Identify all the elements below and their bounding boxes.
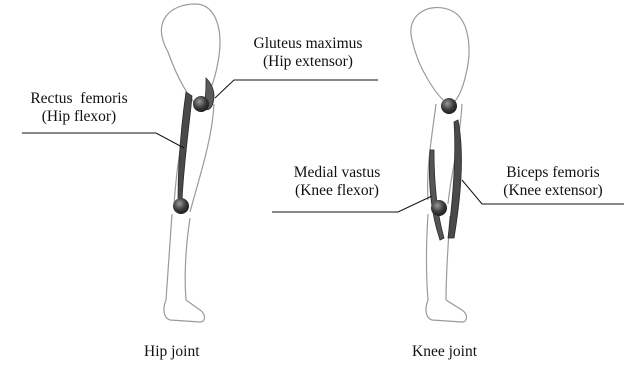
rectus-femoris-role: (Hip flexor)	[4, 108, 154, 126]
hip-joint-caption: Hip joint	[144, 343, 200, 361]
hip-foot-outline	[164, 300, 205, 322]
gluteus-maximus-label: Gluteus maximus (Hip extensor)	[234, 35, 382, 71]
biceps-femoris-muscle	[448, 120, 461, 238]
knee-joint-marker	[431, 200, 447, 216]
biceps-femoris-name: Biceps femoris	[480, 164, 626, 182]
hip-figure-knee-marker	[173, 198, 189, 214]
biceps-femoris-role: (Knee extensor)	[480, 182, 626, 200]
medial-vastus-role: (Knee flexor)	[272, 182, 402, 200]
rectus-femoris-name: Rectus femoris	[4, 90, 154, 108]
hip-joint-marker	[193, 96, 209, 112]
rectus-femoris-leader	[22, 133, 184, 148]
knee-joint-caption: Knee joint	[412, 343, 477, 361]
gluteus-maximus-name: Gluteus maximus	[234, 35, 382, 53]
gluteus-maximus-leader	[215, 80, 378, 98]
gluteus-maximus-role: (Hip extensor)	[234, 53, 382, 71]
hip-shank-outline	[166, 214, 190, 300]
medial-vastus-name: Medial vastus	[272, 164, 402, 182]
biceps-femoris-label: Biceps femoris (Knee extensor)	[480, 164, 626, 200]
knee-figure-hip-marker	[441, 98, 457, 114]
knee-foot-outline	[426, 300, 467, 322]
rectus-femoris-label: Rectus femoris (Hip flexor)	[4, 90, 154, 126]
medial-vastus-muscle	[429, 150, 444, 240]
knee-pelvis-outline	[411, 8, 469, 106]
medial-vastus-label: Medial vastus (Knee flexor)	[272, 164, 402, 200]
